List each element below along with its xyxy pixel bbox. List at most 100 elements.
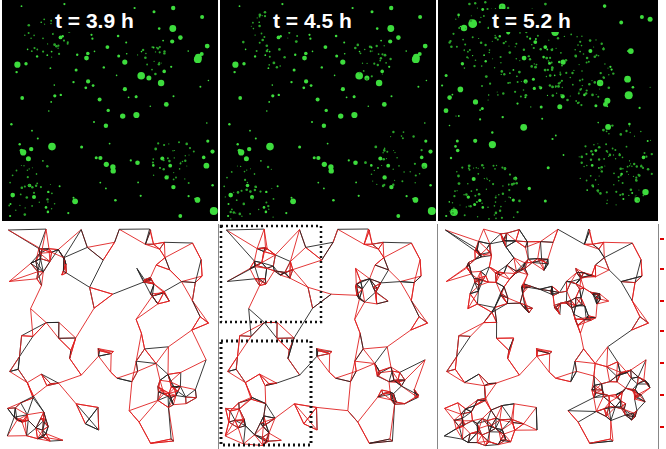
diffuse-particle: [145, 53, 147, 55]
diffuse-particle: [474, 2, 476, 4]
diffuse-particle: [584, 145, 586, 147]
particle: [128, 96, 130, 98]
network-link: [275, 404, 294, 418]
particle: [532, 78, 535, 81]
network-link: [414, 360, 425, 390]
particle: [321, 66, 323, 68]
particle: [413, 54, 420, 61]
particle: [140, 195, 142, 197]
particle: [141, 51, 143, 53]
diffuse-particle: [552, 94, 555, 97]
diffuse-particle: [640, 131, 642, 133]
diffuse-particle: [272, 216, 273, 217]
diffuse-particle: [588, 83, 590, 85]
network-link: [168, 395, 176, 397]
diffuse-particle: [267, 166, 269, 168]
network-link: [31, 286, 42, 309]
network-link: [348, 411, 358, 422]
diffuse-particle: [394, 180, 395, 181]
diffuse-particle: [488, 99, 489, 100]
diffuse-particle: [469, 19, 472, 22]
network-link: [260, 374, 266, 386]
diffuse-particle: [557, 37, 559, 39]
diffuse-particle: [600, 169, 601, 170]
particle: [250, 195, 254, 199]
network-link: [389, 270, 401, 282]
diffuse-particle: [254, 186, 257, 189]
particle: [628, 48, 634, 54]
diffuse-particle: [223, 185, 225, 187]
network-link: [229, 411, 230, 422]
diffuse-particle: [477, 173, 479, 175]
particle: [309, 38, 311, 40]
diffuse-particle: [612, 148, 614, 150]
network-link: [360, 333, 363, 349]
diffuse-particle: [382, 185, 385, 188]
diffuse-particle: [548, 40, 549, 41]
particle: [467, 195, 470, 198]
network-link: [265, 383, 277, 386]
network-link: [34, 386, 47, 397]
diffuse-particle: [608, 156, 609, 157]
diffuse-particle: [178, 141, 180, 143]
particle: [9, 215, 11, 217]
network-link: [277, 338, 294, 339]
diffuse-particle: [257, 17, 258, 18]
network-link: [329, 354, 331, 373]
particle: [84, 56, 89, 61]
particle: [323, 188, 325, 190]
network-link: [94, 294, 113, 308]
network-link: [280, 273, 284, 275]
particle: [195, 197, 201, 203]
particle: [95, 156, 98, 159]
diffuse-particle: [265, 202, 267, 204]
particle: [278, 94, 280, 96]
particle: [445, 215, 447, 217]
diffuse-particle: [487, 179, 488, 180]
diffuse-particle: [618, 180, 620, 182]
network-link: [117, 378, 132, 382]
diffuse-particle: [517, 81, 519, 83]
diffuse-particle: [189, 147, 191, 149]
particle: [597, 80, 603, 86]
particle: [245, 49, 247, 51]
diffuse-particle: [372, 181, 373, 182]
particle: [625, 91, 633, 99]
diffuse-particle: [492, 41, 493, 42]
diffuse-particle: [631, 166, 632, 167]
diffuse-particle: [402, 137, 404, 139]
diffuse-particle: [638, 174, 640, 176]
network-link: [329, 372, 335, 378]
network-link: [115, 229, 120, 242]
network-link: [46, 427, 48, 434]
network-link: [180, 386, 195, 389]
particle: [543, 45, 547, 49]
particle: [67, 212, 69, 214]
particle: [457, 14, 460, 17]
network-link: [245, 374, 259, 383]
network-link: [420, 260, 421, 277]
particle: [449, 125, 451, 127]
network-link: [316, 407, 318, 430]
diffuse-particle: [581, 36, 582, 37]
diffuse-particle: [579, 89, 581, 91]
particle: [268, 101, 270, 103]
particle: [382, 102, 387, 107]
network-link: [192, 301, 200, 317]
network-link: [10, 357, 20, 372]
diffuse-particle: [398, 165, 400, 167]
diffuse-particle: [389, 58, 391, 60]
network-link: [264, 404, 266, 416]
diffuse-particle: [24, 185, 26, 187]
diffuse-particle: [174, 157, 175, 158]
diffuse-particle: [651, 173, 653, 175]
diffuse-particle: [616, 204, 617, 205]
diffuse-particle: [570, 34, 572, 36]
network-link: [265, 386, 267, 404]
diffuse-particle: [583, 166, 584, 167]
diffuse-particle: [146, 64, 148, 66]
diffuse-particle: [401, 180, 403, 182]
diffuse-particle: [35, 185, 37, 187]
diffuse-particle: [484, 1, 486, 3]
diffuse-particle: [57, 48, 58, 49]
